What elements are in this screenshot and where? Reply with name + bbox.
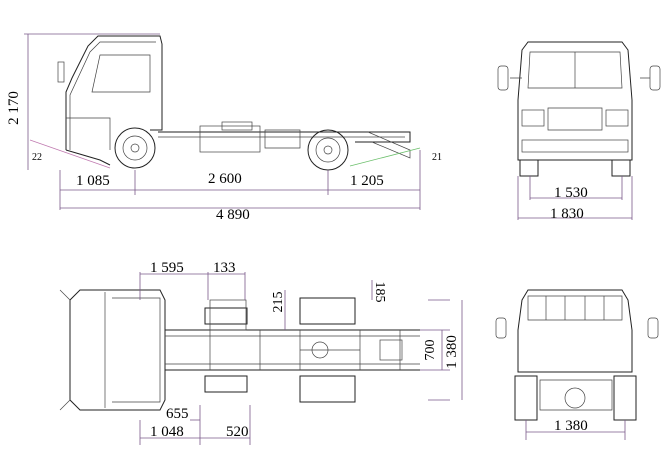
rear-overhang-label: 1 205 (350, 173, 384, 189)
rear-view (495, 289, 659, 440)
front-view (497, 41, 661, 220)
dim-520-label: 520 (226, 424, 249, 440)
top-view (59, 272, 463, 445)
approach-angle-label: 22 (32, 152, 42, 163)
height-label: 2 170 (6, 91, 22, 125)
overall-width-label: 1 830 (550, 206, 584, 222)
frame-offset-2-label: 185 (372, 282, 387, 303)
frame-offset-label: 215 (271, 292, 286, 313)
cab-length-label: 1 595 (150, 260, 184, 276)
dim-655-label: 655 (166, 406, 189, 422)
wheelbase-label: 2 600 (208, 171, 242, 187)
rear-track-label: 1 380 (554, 418, 588, 434)
gap-label: 133 (213, 260, 236, 276)
frame-outer-label: 1 380 (444, 335, 460, 369)
frame-width-label: 700 (423, 340, 438, 361)
overall-length-label: 4 890 (216, 207, 250, 223)
front-track-label: 1 530 (554, 185, 588, 201)
dim-1048-label: 1 048 (150, 424, 184, 440)
front-overhang-label: 1 085 (76, 173, 110, 189)
departure-angle-label: 21 (432, 152, 442, 163)
side-view (24, 33, 421, 210)
